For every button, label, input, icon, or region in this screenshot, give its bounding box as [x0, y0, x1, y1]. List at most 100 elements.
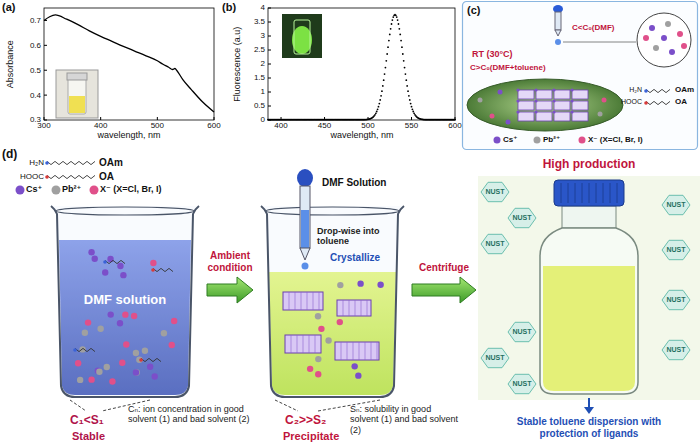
beaker: Drop-wise into tolueneCrystallize	[255, 200, 410, 400]
data-dot	[342, 119, 344, 121]
lattice-line	[347, 342, 348, 360]
lattice-line	[343, 300, 344, 316]
cap-ridge	[575, 183, 576, 203]
data-dot	[444, 119, 446, 121]
data-dot	[358, 119, 360, 121]
result-note: Stable toluene dispersion with protectio…	[507, 416, 672, 439]
data-dot	[269, 119, 271, 121]
lattice-line	[367, 300, 368, 316]
ion-dot	[96, 368, 102, 374]
data-dot	[430, 119, 432, 121]
beaker-glass	[51, 206, 199, 397]
plot-frame	[268, 8, 455, 120]
nanocrystal	[283, 292, 323, 310]
dropper-label: DMF Solution	[322, 177, 386, 189]
ligand-head	[45, 175, 49, 179]
data-dot	[395, 14, 397, 16]
tick-label: 4	[261, 3, 265, 12]
watermark-logo: NUST	[666, 346, 685, 354]
ion-dot	[665, 21, 671, 27]
data-dot	[354, 119, 356, 121]
watermark-logo: NUST	[666, 246, 685, 254]
photo-ground	[478, 176, 700, 400]
ion-dot	[122, 311, 128, 317]
ligand-chain	[47, 175, 95, 178]
data-dot	[385, 60, 387, 62]
crystal-cell	[518, 90, 534, 99]
ion-dot	[534, 99, 537, 102]
tick-label: 400	[274, 121, 287, 130]
ion-dot	[351, 363, 357, 369]
data-dot	[284, 119, 286, 121]
bottle-liquid	[543, 266, 635, 391]
data-dot	[336, 119, 338, 121]
data-dot	[442, 119, 444, 121]
panel-letter: (d)	[2, 148, 17, 162]
data-dot	[291, 119, 293, 121]
ion-key-dot	[534, 137, 541, 144]
vial-liquid	[69, 96, 85, 113]
data-dot	[344, 119, 346, 121]
ion-dot	[337, 282, 343, 288]
ion-dot	[669, 49, 675, 55]
logo-hexagon	[662, 195, 690, 214]
process-arrow	[412, 277, 476, 303]
ion-name: Cs⁺	[26, 184, 42, 194]
logo-hexagon	[481, 348, 509, 367]
tick-label: 600	[207, 121, 220, 130]
data-dot	[308, 119, 310, 121]
node-text: Crystallize	[330, 252, 380, 264]
ion-dot	[677, 31, 683, 37]
ion-dot	[315, 313, 321, 319]
data-dot	[378, 103, 380, 105]
ligand-chain	[105, 260, 125, 263]
crystal-cell	[572, 90, 588, 99]
ion-dot	[598, 112, 603, 117]
ion-dot	[534, 88, 537, 91]
data-dot	[292, 119, 294, 121]
ligand-chain	[141, 358, 161, 361]
ion-dot	[315, 356, 321, 362]
data-dot	[391, 23, 393, 25]
ligand-name: OA	[99, 171, 114, 183]
data-dot	[303, 119, 305, 121]
ion-dot	[570, 88, 573, 91]
lattice-line	[353, 342, 354, 360]
data-dot	[431, 119, 433, 121]
panel-letter: (c)	[467, 4, 480, 17]
nucleation-illustration	[463, 2, 698, 150]
data-dot	[384, 73, 386, 75]
data-dot	[350, 119, 352, 121]
ion-dot	[516, 110, 519, 113]
dropper-liquid	[301, 210, 309, 248]
ligand-chain	[75, 348, 95, 351]
data-dot	[277, 119, 279, 121]
data-dot	[432, 119, 434, 121]
tick-label: 500	[361, 121, 374, 130]
data-dot	[403, 60, 405, 62]
tick-mark	[214, 117, 215, 120]
cap-ridge	[561, 183, 562, 203]
tick-label: 450	[318, 121, 331, 130]
arrow-label: Ambient condition	[202, 250, 258, 273]
data-dot	[359, 119, 361, 121]
lattice-line	[355, 300, 356, 316]
ion-dot	[102, 269, 108, 275]
ion-dot	[570, 99, 573, 102]
ion-key-dot	[579, 137, 586, 144]
data-dot	[390, 28, 392, 30]
data-dot	[304, 119, 306, 121]
ion-dot	[161, 330, 167, 336]
process-illustration	[16, 161, 700, 414]
lattice-line	[297, 335, 298, 353]
node-text: Drop-wise into toluene	[317, 226, 399, 247]
node-outline	[478, 156, 700, 448]
ion-dot	[506, 120, 511, 125]
ion-dot	[355, 372, 361, 378]
tick-label: 0.6	[30, 41, 41, 50]
node-heading: High production	[543, 158, 636, 172]
crystal-cell	[518, 112, 534, 121]
data-dot	[357, 119, 359, 121]
cap-ridge	[582, 183, 583, 203]
tick-mark	[268, 78, 271, 79]
